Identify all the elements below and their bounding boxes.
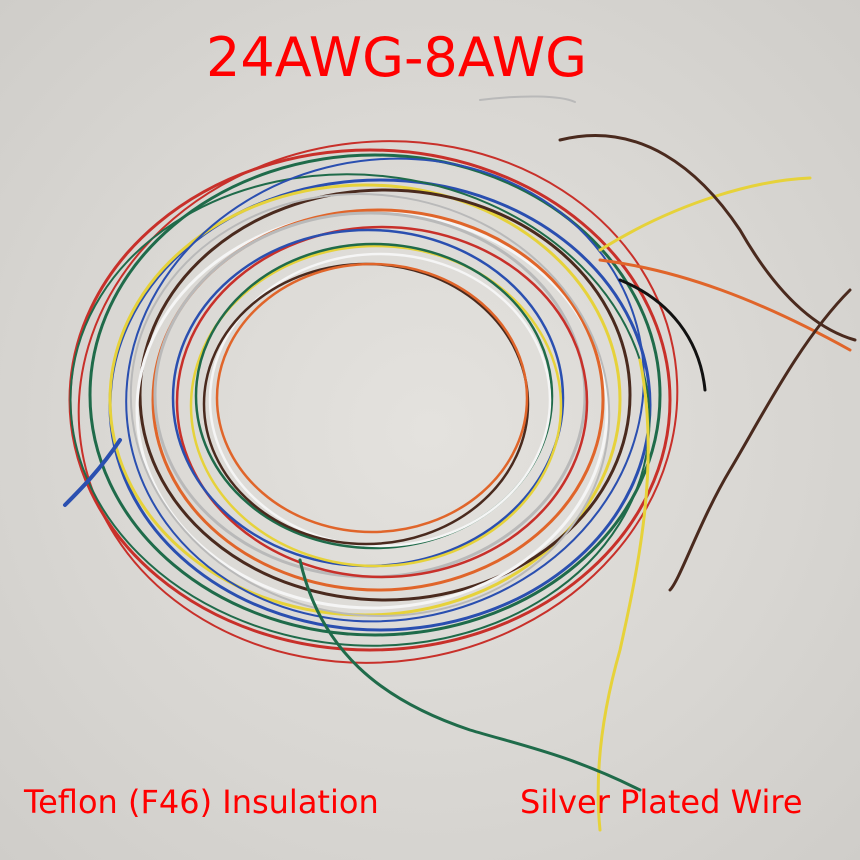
conductor-caption: Silver Plated Wire bbox=[520, 783, 803, 821]
insulation-caption: Teflon (F46) Insulation bbox=[24, 783, 379, 821]
gauge-range-title: 24AWG-8AWG bbox=[206, 26, 588, 89]
